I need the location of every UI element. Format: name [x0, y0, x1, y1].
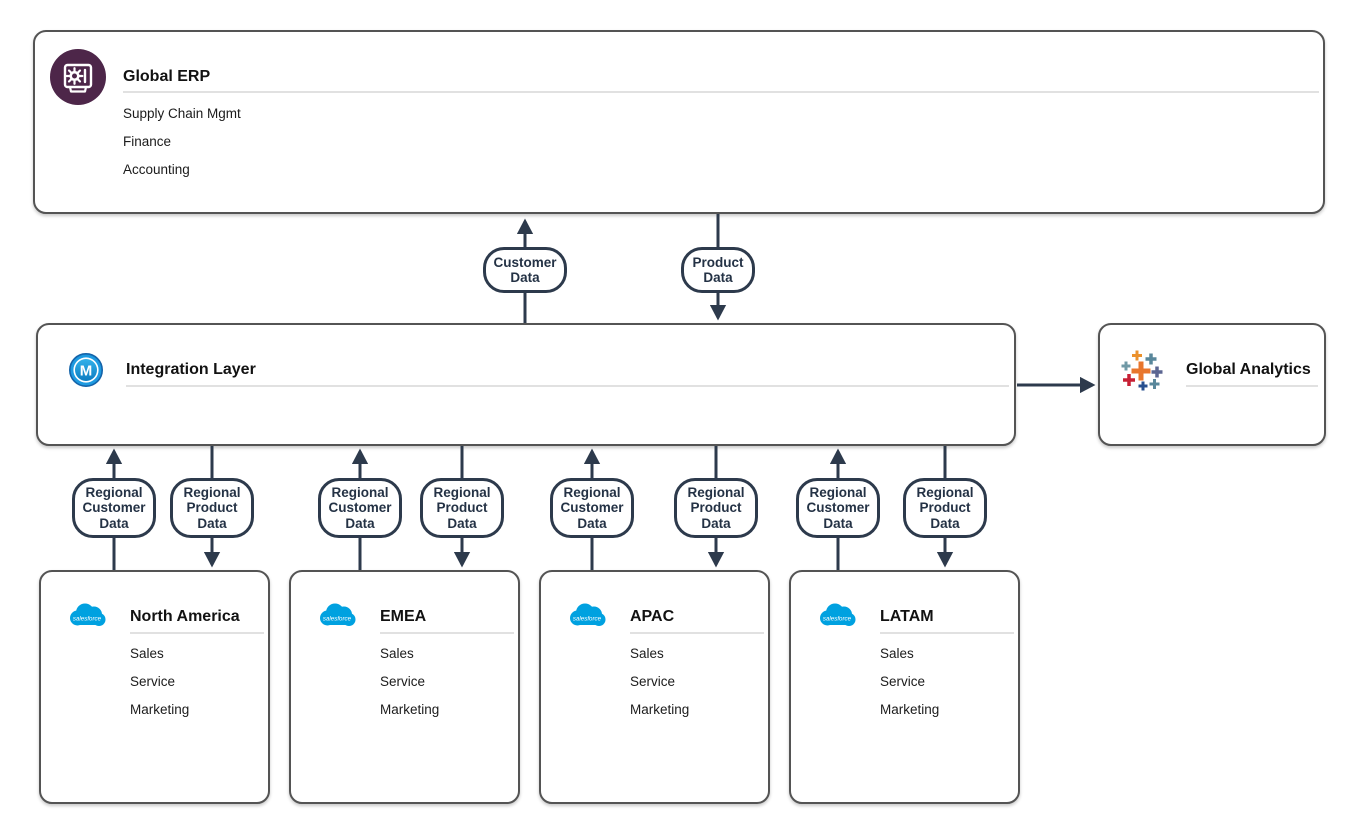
salesforce-logo-icon: salesforce — [566, 601, 606, 629]
region-title: EMEA — [380, 608, 427, 625]
connector-pill-regional-product-data: Regional Product Data — [674, 478, 758, 538]
region-item: Marketing — [380, 702, 440, 718]
connector-pill-regional-customer-data: Regional Customer Data — [72, 478, 156, 538]
svg-text:salesforce: salesforce — [823, 616, 852, 623]
region-item-list: Sales Service Marketing — [380, 639, 439, 724]
region-title: North America — [130, 608, 240, 625]
region-item: Service — [380, 673, 426, 689]
connector-pill-regional-customer-data: Regional Customer Data — [318, 478, 402, 538]
erp-item: Supply Chain Mgmt — [123, 105, 241, 121]
region-item: Sales — [130, 645, 164, 661]
erp-item-list: Supply Chain Mgmt Finance Accounting — [123, 99, 241, 184]
region-box-north-america: salesforce North America Sales Service M… — [39, 570, 270, 804]
region-item-list: Sales Service Marketing — [880, 639, 939, 724]
connector-pill-regional-product-data: Regional Product Data — [903, 478, 987, 538]
svg-text:M: M — [80, 363, 93, 380]
svg-text:salesforce: salesforce — [323, 616, 352, 623]
region-item: Sales — [380, 645, 414, 661]
region-item: Service — [130, 673, 176, 689]
region-item-list: Sales Service Marketing — [130, 639, 189, 724]
erp-title: Global ERP — [123, 68, 211, 85]
region-box-emea: salesforce EMEA Sales Service Marketing — [289, 570, 520, 804]
region-box-apac: salesforce APAC Sales Service Marketing — [539, 570, 770, 804]
region-title-divider — [380, 632, 514, 634]
connector-pill-regional-customer-data: Regional Customer Data — [550, 478, 634, 538]
integration-layer-box: M Integration Layer — [36, 323, 1016, 446]
region-item-list: Sales Service Marketing — [630, 639, 689, 724]
connector-pill-regional-product-data: Regional Product Data — [170, 478, 254, 538]
region-item: Sales — [630, 645, 664, 661]
svg-text:salesforce: salesforce — [573, 616, 602, 623]
region-item: Service — [630, 673, 676, 689]
connector-pill-customer-data: Customer Data — [483, 247, 567, 293]
connector-pill-regional-customer-data: Regional Customer Data — [796, 478, 880, 538]
analytics-title: Global Analytics — [1186, 361, 1311, 378]
connector-pill-product-data: Product Data — [681, 247, 755, 293]
region-item: Marketing — [630, 702, 690, 718]
analytics-title-divider — [1186, 385, 1318, 387]
global-erp-box: Global ERP Supply Chain Mgmt Finance Acc… — [33, 30, 1325, 214]
region-item: Marketing — [130, 702, 190, 718]
salesforce-logo-icon: salesforce — [316, 601, 356, 629]
region-item: Sales — [880, 645, 914, 661]
region-title-divider — [880, 632, 1014, 634]
mulesoft-logo-icon: M — [68, 352, 104, 388]
region-title-divider — [630, 632, 764, 634]
svg-text:salesforce: salesforce — [73, 616, 102, 623]
connector-pill-regional-product-data: Regional Product Data — [420, 478, 504, 538]
region-title: APAC — [630, 608, 675, 625]
tableau-logo-icon — [1118, 347, 1164, 393]
region-item: Marketing — [880, 702, 940, 718]
erp-title-divider — [123, 91, 1319, 93]
region-title: LATAM — [880, 608, 934, 625]
salesforce-logo-icon: salesforce — [66, 601, 106, 629]
region-title-divider — [130, 632, 264, 634]
region-box-latam: salesforce LATAM Sales Service Marketing — [789, 570, 1020, 804]
integration-title-divider — [126, 385, 1009, 387]
erp-item: Accounting — [123, 162, 190, 178]
salesforce-logo-icon: salesforce — [816, 601, 856, 629]
global-analytics-box: Global Analytics — [1098, 323, 1326, 446]
integration-title: Integration Layer — [126, 361, 256, 378]
erp-system-icon — [50, 49, 106, 105]
region-item: Service — [880, 673, 926, 689]
erp-item: Finance — [123, 133, 172, 149]
